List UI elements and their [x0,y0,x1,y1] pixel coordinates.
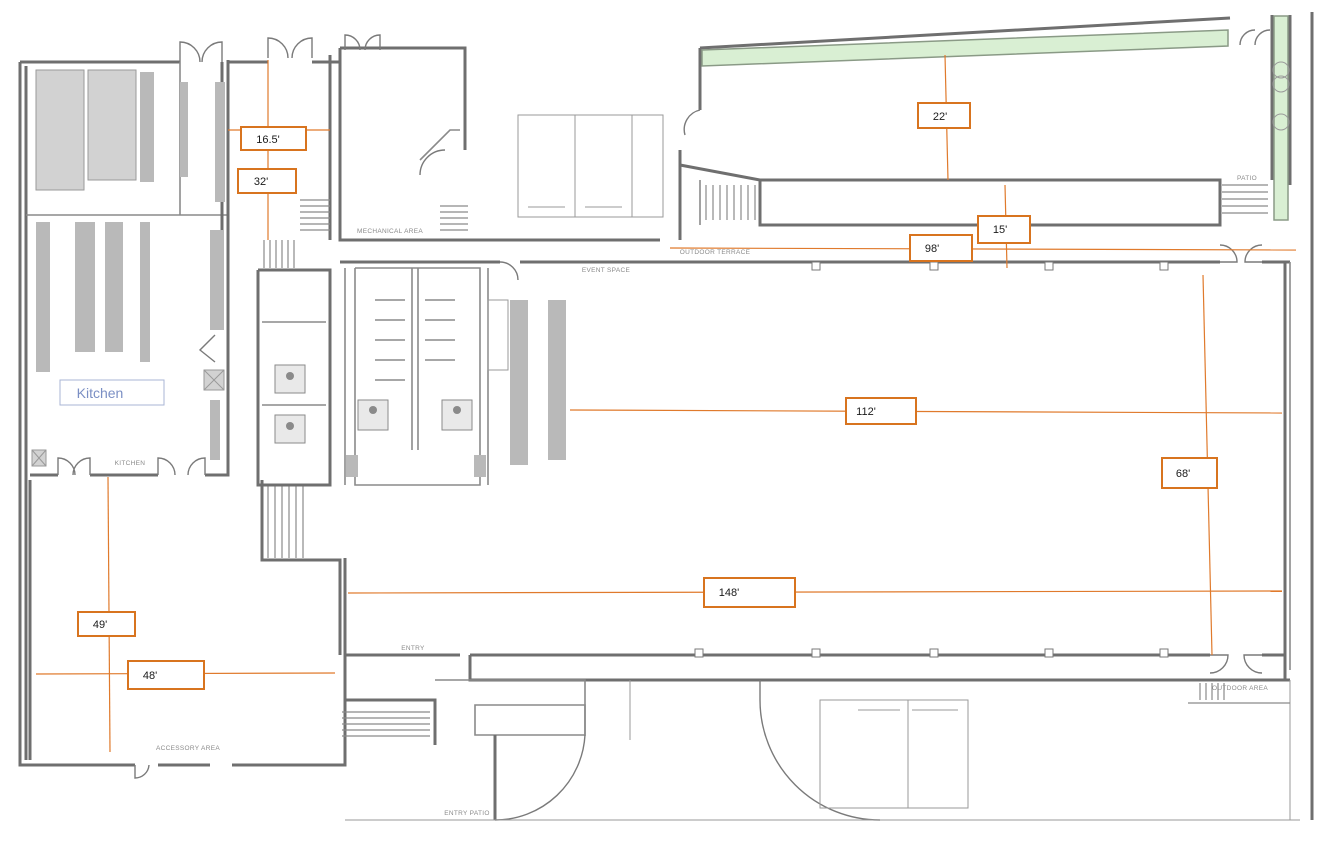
dim-box-48: 48' [127,660,205,690]
dim-text-98: 98' [925,243,939,255]
dim-box-22: 22' [917,102,971,129]
dim-text-22: 22' [933,111,947,123]
stairs-terrace [705,184,1268,220]
entry-patio-label: ENTRY PATIO [444,810,489,817]
accessory-area: ACCESSORY AREA [28,480,342,779]
dim-line-98 [669,247,1297,251]
dim-box-49: 49' [77,611,136,637]
dim-box-148: 148' [703,577,796,608]
dim-box-68: 68' [1161,457,1218,489]
event-space: EVENT SPACE ENTRY OUTDOOR AREA [340,260,1291,692]
dim-text-48: 48' [143,670,157,682]
stairs-mechanical [300,199,468,231]
kitchen-room-label: KITCHEN [115,460,146,467]
entry-area: ENTRY PATIO [345,655,1300,821]
dim-box-32: 32' [237,168,297,194]
dimension-labels: 16.5' 32' 22' 15' 98' 112' 68' 148' [77,102,1218,690]
bar-counter [487,299,566,465]
mechanical-area-label: MECHANICAL AREA [357,228,423,235]
event-space-label: EVENT SPACE [582,267,631,274]
dim-line-148 [347,590,1283,594]
outdoor-area-label: OUTDOOR AREA [1212,685,1268,692]
dim-text-15: 15' [993,224,1007,236]
dim-box-98: 98' [909,234,973,262]
outdoor-terrace-label: OUTDOOR TERRACE [680,249,751,256]
dim-text-148: 148' [719,587,739,599]
dim-text-16-5: 16.5' [256,134,280,146]
restrooms-center [344,268,489,485]
dim-box-112: 112' [845,397,917,425]
dim-box-15: 15' [977,215,1031,244]
accessory-area-label: ACCESSORY AREA [156,745,220,752]
storage-area-bottom [819,699,969,809]
stairs-entry [342,683,1290,737]
dim-box-16-5: 16.5' [240,126,307,151]
kitchen-walls [18,46,467,767]
stairs-kitchen [263,240,304,558]
restroom-block-left [256,268,332,487]
kitchen-label: Kitchen [77,385,124,401]
mechanical-area: MECHANICAL AREA [338,60,660,242]
event-space-doors [499,244,1263,674]
event-space-columns [694,261,1169,658]
entry-label: ENTRY [401,645,425,652]
kitchen-door-top [179,34,381,63]
storage-area-top [517,114,664,218]
dim-text-68: 68' [1176,468,1190,480]
patio-column [1270,12,1314,820]
kitchen-equipment [31,69,225,467]
outdoor-terrace: OUTDOOR TERRACE PATIO [678,16,1271,256]
dim-text-32: 32' [254,176,268,188]
kitchen-doors-bottom [57,334,216,476]
dim-line-112 [569,409,1283,414]
kitchen-label-group: Kitchen KITCHEN [59,379,165,467]
dim-text-49: 49' [93,619,107,631]
dim-text-112: 112' [856,406,876,418]
patio-label: PATIO [1237,175,1257,182]
